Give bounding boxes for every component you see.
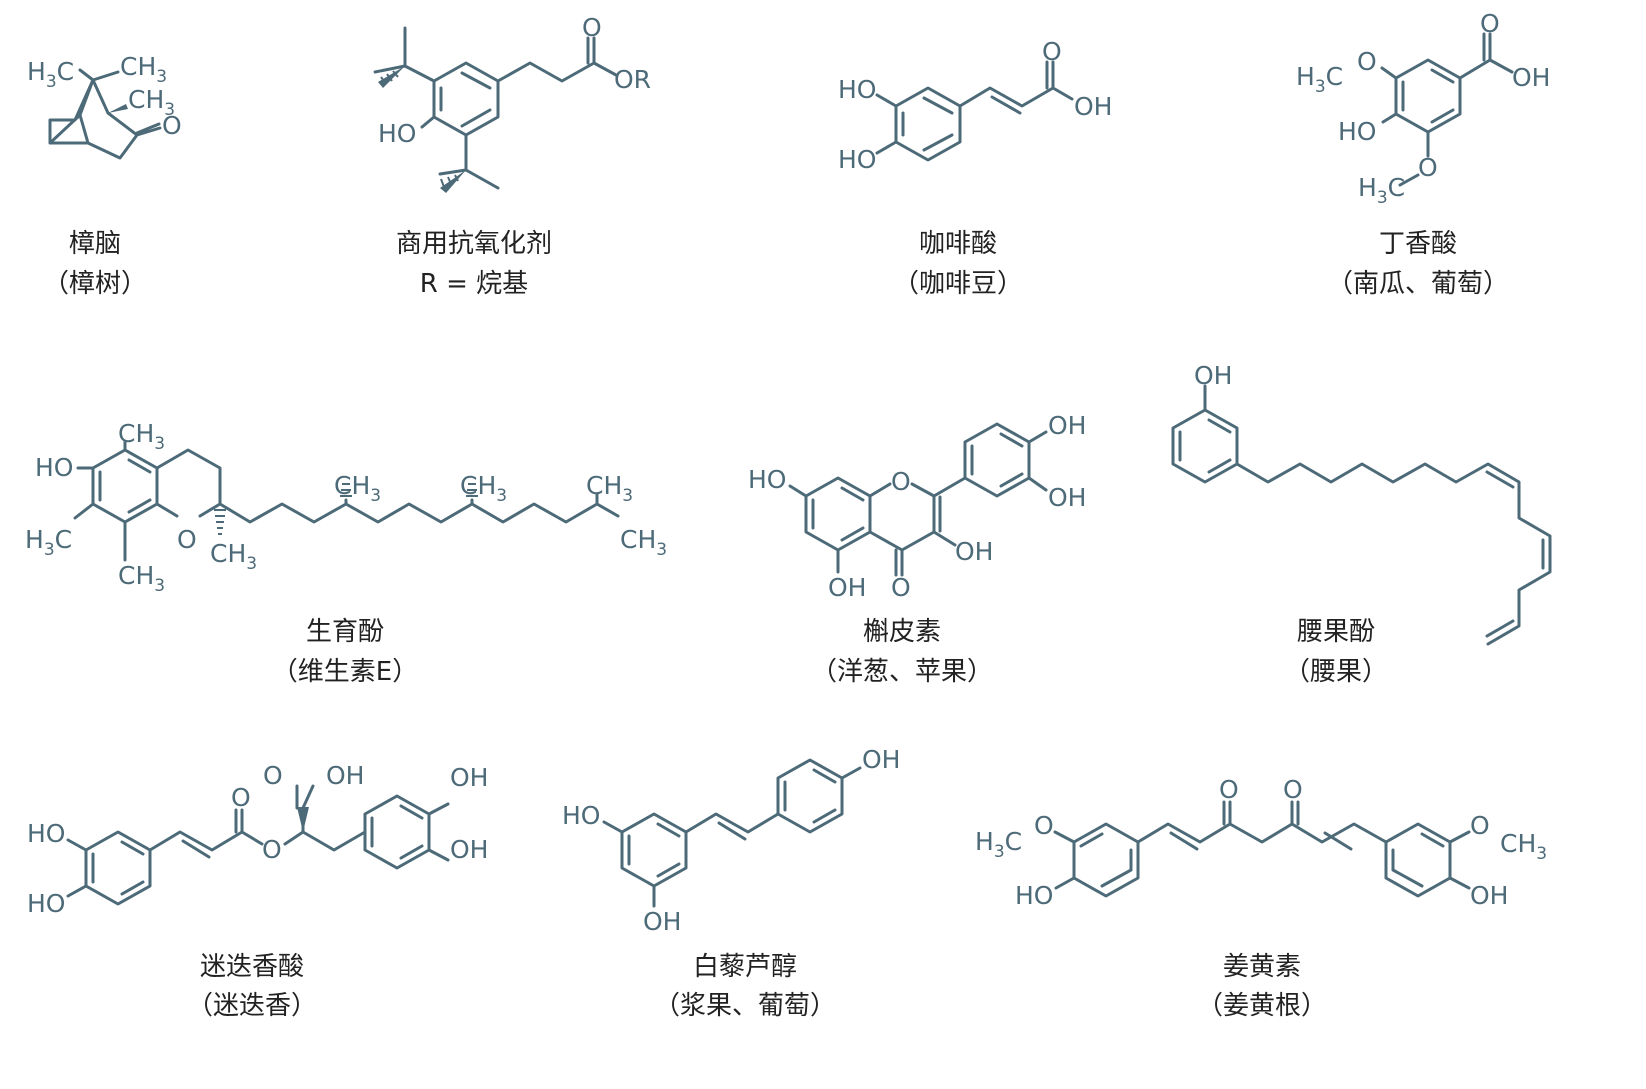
antioxidant-name: 商用抗氧化剂	[396, 229, 552, 259]
curcumin-source: （姜黄根）	[1197, 991, 1327, 1021]
cardanol-oh-label: OH	[1194, 361, 1232, 390]
syringic-oh-label: OH	[1512, 63, 1550, 92]
curcumin-methoxy-o-right-label: O	[1470, 811, 1490, 840]
tocopherol-ch3-c2-label: CH3	[210, 539, 257, 574]
resveratrol-name: 白藜芦醇	[693, 952, 797, 982]
commercial-antioxidant-structure: HO O OR	[373, 13, 651, 193]
caffeic-ho-top-label: HO	[838, 75, 876, 104]
caffeic-acid-source: （咖啡豆）	[893, 269, 1023, 299]
caffeic-carbonyl-o-label: O	[1042, 37, 1062, 66]
antioxidant-source: R = 烷基	[420, 269, 528, 299]
rosmarinic-ester-o-label: O	[262, 835, 282, 864]
resveratrol-oh-para-label: OH	[862, 745, 900, 774]
quercetin-name: 槲皮素	[863, 617, 941, 647]
caffeic-acid-structure: HO HO O OH	[838, 37, 1112, 174]
tocopherol-ch3-terminal1-label: CH3	[586, 471, 633, 506]
curcumin-structure: H3C O HO O O O CH3 OH	[975, 775, 1547, 910]
curcumin-oh-label: OH	[1470, 881, 1508, 910]
syringic-h3c-bottom-label: H3C	[1358, 173, 1405, 208]
rosmarinic-acid-name: 迷迭香酸	[200, 952, 304, 982]
syringic-acid-source: （南瓜、葡萄）	[1327, 269, 1509, 299]
rosmarinic-acid-structure: HO HO O O O OH OH OH	[27, 761, 488, 918]
cardanol-structure: OH	[1171, 361, 1552, 646]
tocopherol-ring-o-label: O	[177, 525, 197, 554]
quercetin-ring-o-label: O	[891, 467, 911, 496]
caffeic-oh-label: OH	[1074, 92, 1112, 121]
rosmarinic-acid-oh-label: OH	[326, 761, 364, 790]
curcumin-carbonyl-o-right-label: O	[1283, 775, 1303, 804]
rosmarinic-ho-bottom-label: HO	[27, 889, 65, 918]
syringic-carbonyl-o-label: O	[1480, 9, 1500, 38]
quercetin-oh-4prime-label: OH	[1048, 483, 1086, 512]
syringic-methoxy-o-top-label: O	[1357, 47, 1377, 76]
antioxidant-carbonyl-o-label: O	[582, 13, 602, 42]
quercetin-oh-3prime-label: OH	[1048, 411, 1086, 440]
curcumin-name: 姜黄素	[1223, 952, 1301, 982]
rosmarinic-ho-top-label: HO	[27, 819, 65, 848]
curcumin-carbonyl-o-left-label: O	[1219, 775, 1239, 804]
resveratrol-ho-label: HO	[562, 801, 600, 830]
quercetin-ho-7-label: HO	[748, 465, 786, 494]
caffeic-acid-name: 咖啡酸	[919, 229, 997, 259]
quercetin-oh-5-label: OH	[828, 573, 866, 602]
rosmarinic-acid-carbonyl-o-label: O	[263, 761, 283, 790]
tocopherol-ch3-bottom-label: CH3	[118, 561, 165, 596]
rosmarinic-ester-carbonyl-o-label: O	[231, 783, 251, 812]
camphor-structure: H3C CH3 CH3 O	[27, 52, 182, 160]
curcumin-ho-label: HO	[1015, 881, 1053, 910]
quercetin-carbonyl-o-label: O	[891, 573, 911, 602]
caffeic-ho-bottom-label: HO	[838, 145, 876, 174]
camphor-name: 樟脑	[69, 229, 121, 259]
camphor-source: （樟树）	[43, 269, 147, 299]
quercetin-oh-3-label: OH	[955, 537, 993, 566]
syringic-h3c-top-label: H3C	[1296, 62, 1343, 97]
tocopherol-ch3-chain1-label: CH3	[334, 471, 381, 506]
quercetin-source: （洋葱、苹果）	[811, 657, 993, 687]
syringic-acid-structure: H3C O HO O H3C O OH	[1296, 9, 1550, 208]
curcumin-methoxy-o-left-label: O	[1034, 811, 1054, 840]
tocopherol-ch3-top-label: CH3	[118, 419, 165, 454]
tocopherol-h3c-label: H3C	[25, 525, 72, 560]
cardanol-name: 腰果酚	[1297, 617, 1375, 647]
quercetin-structure: HO O OH OH OH O OH	[748, 411, 1086, 602]
rosmarinic-oh-3prime-label: OH	[450, 763, 488, 792]
rosmarinic-oh-4prime-label: OH	[450, 835, 488, 864]
camphor-ketone-o-label: O	[162, 111, 182, 140]
tocopherol-structure: CH3 HO H3C CH3 O CH3 CH3 CH3 CH3 CH3	[25, 419, 667, 596]
tocopherol-ho-label: HO	[35, 453, 73, 482]
resveratrol-oh-bottom-label: OH	[643, 907, 681, 936]
syringic-methoxy-o-bottom-label: O	[1418, 153, 1438, 182]
antioxidant-ho-label: HO	[378, 119, 416, 148]
camphor-ch3-top-label: CH3	[120, 52, 167, 87]
curcumin-h3c-label: H3C	[975, 827, 1022, 862]
antioxidant-or-label: OR	[614, 65, 651, 94]
camphor-h3c-label: H3C	[27, 57, 74, 92]
tocopherol-source: （维生素E）	[272, 657, 418, 687]
syringic-ho-label: HO	[1338, 117, 1376, 146]
camphor-ch3-right-label: CH3	[128, 85, 175, 120]
resveratrol-source: （浆果、葡萄）	[654, 991, 836, 1021]
tocopherol-ch3-terminal2-label: CH3	[620, 525, 667, 560]
rosmarinic-acid-source: （迷迭香）	[187, 991, 317, 1021]
syringic-acid-name: 丁香酸	[1379, 229, 1457, 259]
tocopherol-name: 生育酚	[306, 617, 384, 647]
resveratrol-structure: HO OH OH	[562, 745, 900, 936]
curcumin-ch3-label: CH3	[1500, 829, 1547, 864]
cardanol-source: （腰果）	[1284, 657, 1388, 687]
tocopherol-ch3-chain2-label: CH3	[460, 471, 507, 506]
